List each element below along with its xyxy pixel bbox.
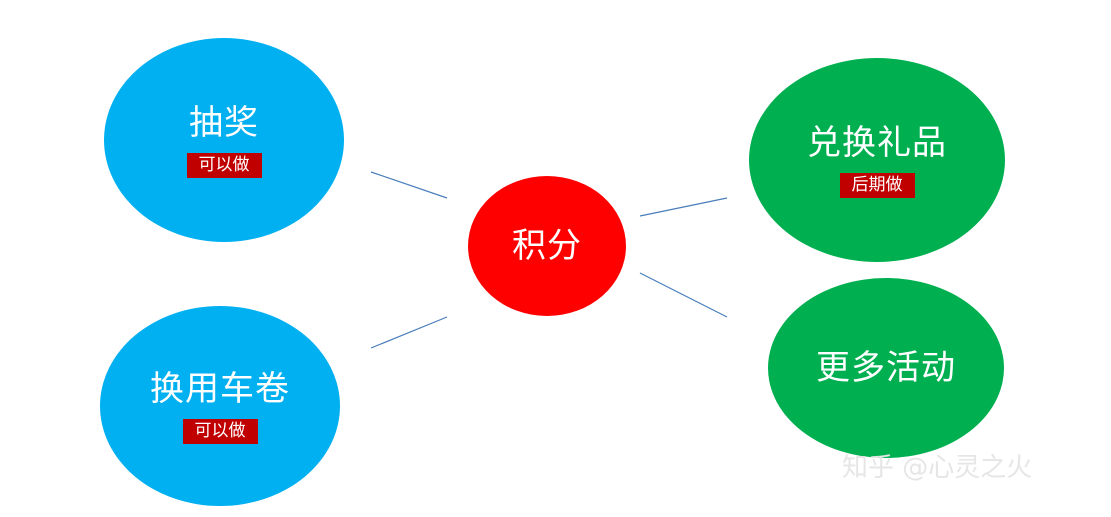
node-activity: 更多活动 <box>768 278 1004 458</box>
node-coupon: 换用车卷 可以做 <box>100 306 340 506</box>
node-coupon-label: 换用车卷 <box>150 368 290 409</box>
connector-coupon <box>370 316 448 349</box>
node-coupon-tag: 可以做 <box>182 418 258 444</box>
watermark: 知乎 @心灵之火 <box>842 453 1033 483</box>
node-lottery: 抽奖 可以做 <box>104 38 344 242</box>
node-lottery-tag: 可以做 <box>186 152 262 178</box>
node-gift-label: 兑换礼品 <box>807 122 947 163</box>
connector-lottery <box>370 171 448 199</box>
node-activity-label: 更多活动 <box>816 348 956 388</box>
node-gift: 兑换礼品 后期做 <box>749 58 1005 262</box>
node-center: 积分 <box>468 176 626 316</box>
node-gift-tag: 后期做 <box>839 172 915 198</box>
node-lottery-label: 抽奖 <box>189 102 259 143</box>
connector-activity <box>639 272 728 318</box>
connector-gift <box>639 197 728 217</box>
node-center-label: 积分 <box>512 226 582 266</box>
